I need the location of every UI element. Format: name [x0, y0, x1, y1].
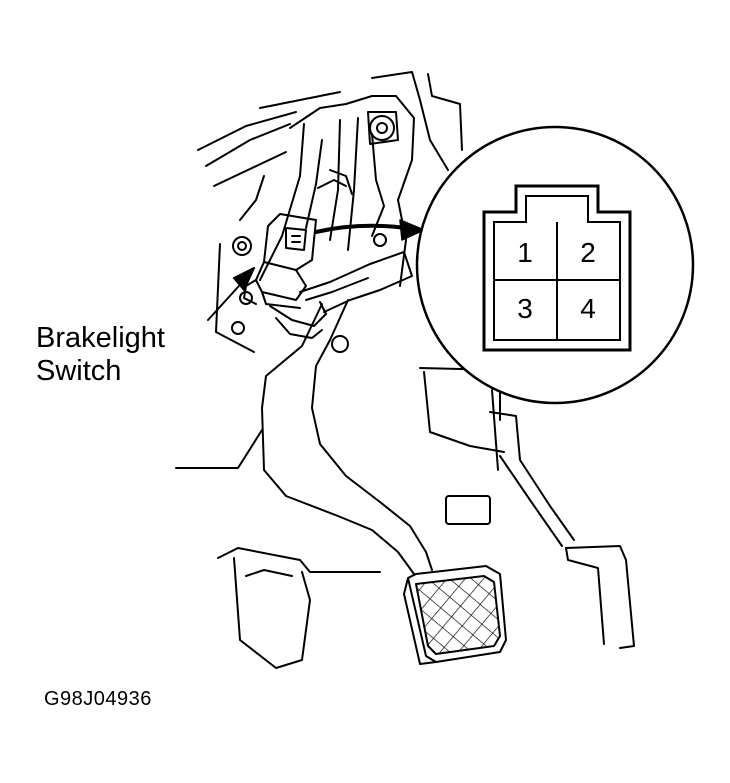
dash-outline — [175, 71, 505, 669]
callout-line-1: Brakelight — [36, 322, 165, 354]
pin-3-label: 3 — [517, 293, 533, 324]
accelerator-pedal — [489, 411, 635, 649]
pedal-bracket — [231, 95, 415, 353]
zoom-circle — [415, 125, 695, 405]
callout-arrow — [207, 267, 255, 321]
pin-1-label: 1 — [517, 237, 533, 268]
brake-pedal-pad — [403, 565, 507, 665]
brake-pedal-arm — [261, 251, 433, 575]
figure-id: G98J04936 — [44, 688, 152, 710]
connector-detail-arrow — [314, 219, 425, 241]
connector-detail: 1 2 3 4 — [415, 125, 695, 405]
pin-4-label: 4 — [580, 293, 596, 324]
brakelight-switch — [243, 213, 327, 339]
brakelight-switch-label: Brakelight Switch — [36, 322, 165, 388]
connector-housing — [482, 184, 632, 352]
pin-2-label: 2 — [580, 237, 596, 268]
callout-line-2: Switch — [36, 355, 122, 387]
